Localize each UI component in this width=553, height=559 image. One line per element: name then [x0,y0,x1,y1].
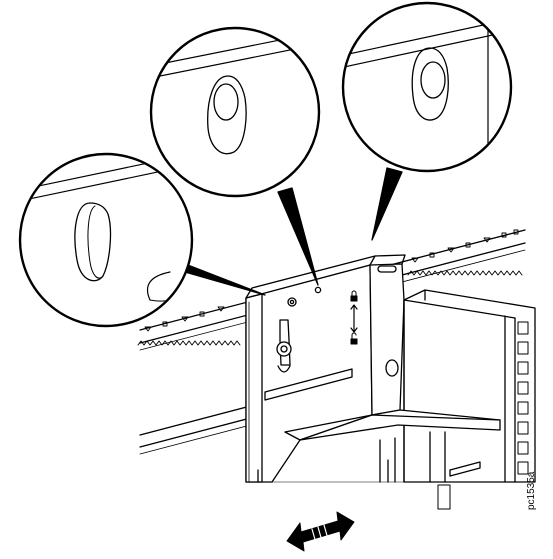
callout-pointers [179,167,403,296]
rack-post-slots [517,321,529,475]
screw-head-middle [213,83,239,121]
rail-teeth-right [407,270,523,276]
pointer-middle [277,187,319,286]
up-down-arrow-icon [350,304,358,333]
oval-slot-middle [207,75,247,155]
pointer-right [371,167,403,241]
rack-post [245,289,536,510]
double-arrow-icon [286,511,355,552]
pointer-left [179,261,266,296]
rail-markers [144,229,519,332]
padlock-locked-icon [350,290,358,302]
mounting-bracket [245,254,406,483]
rail-teeth [137,340,241,346]
screw-head-right [420,61,446,99]
document-code-label: pc1535a [526,471,537,510]
padlock-unlocked-icon [350,332,358,345]
bracket-knob [276,341,292,357]
detail-magnifier-middle [149,26,321,198]
oval-slot-right [411,47,449,121]
detail-magnifier-right [341,1,513,173]
